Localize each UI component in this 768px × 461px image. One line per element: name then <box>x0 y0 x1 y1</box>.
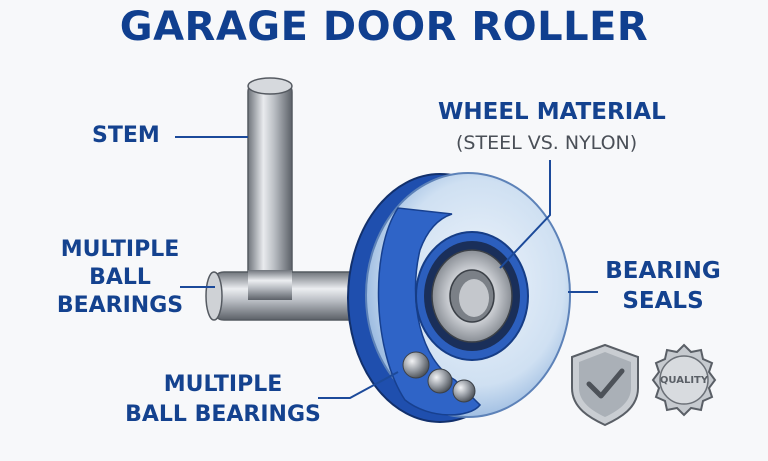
left-bearings-label: MULTIPLE BALL BEARINGS <box>55 236 185 320</box>
left-bearings-line-2: BALL <box>89 265 151 290</box>
quality-seal-icon <box>651 343 717 417</box>
ball-bearings <box>402 351 476 403</box>
stem-shaft <box>205 77 383 321</box>
left-bearings-line-3: BEARINGS <box>56 293 184 318</box>
bottom-bearings-leader <box>318 371 399 399</box>
quality-seal-text: QUALITY <box>659 375 709 386</box>
wheel-material-label: WHEEL MATERIAL <box>438 99 666 125</box>
bearing-seals-line-2: SEALS <box>622 288 704 314</box>
bearing-seals-line-1: BEARING <box>605 258 721 284</box>
bearing-seals-label: BEARING SEALS <box>598 256 728 316</box>
bottom-bearings-line-1: MULTIPLE <box>163 372 283 397</box>
bottom-bearings-line-2: BALL BEARINGS <box>125 402 321 427</box>
wheel-material-leader <box>499 160 551 269</box>
stem-label: STEM <box>92 123 160 148</box>
wheel-material-sublabel: (STEEL VS. NYLON) <box>456 132 638 154</box>
page-title: GARAGE DOOR ROLLER <box>119 4 649 50</box>
shield-check-icon <box>571 343 639 427</box>
bottom-bearings-label: MULTIPLE BALL BEARINGS <box>118 370 328 430</box>
left-bearings-line-1: MULTIPLE <box>60 237 180 262</box>
leader-lines <box>175 136 598 399</box>
